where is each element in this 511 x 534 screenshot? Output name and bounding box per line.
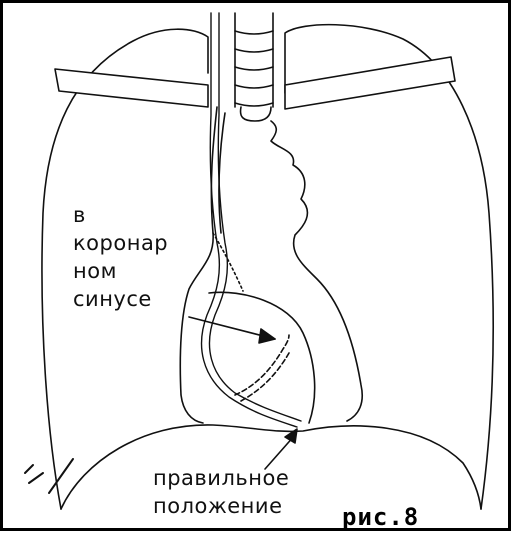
figure-number: рис.8 bbox=[342, 503, 419, 531]
catheter-dashed-branch-2 bbox=[241, 353, 289, 401]
edge-marks bbox=[25, 459, 73, 493]
label-correct-position: правильное положение bbox=[153, 464, 353, 520]
left-heart-border bbox=[271, 121, 362, 421]
trachea-rings bbox=[235, 31, 273, 106]
catheter-inner bbox=[209, 13, 301, 421]
bronchi bbox=[241, 107, 271, 121]
right-clavicle bbox=[285, 57, 455, 109]
catheter-outer bbox=[202, 13, 297, 427]
label-coronary-sinus: в коронар ном синусе bbox=[73, 201, 213, 313]
left-clavicle bbox=[55, 69, 208, 107]
arrow-coronary-head bbox=[259, 329, 275, 343]
atrium-contour bbox=[209, 292, 315, 423]
trachea bbox=[235, 13, 273, 107]
